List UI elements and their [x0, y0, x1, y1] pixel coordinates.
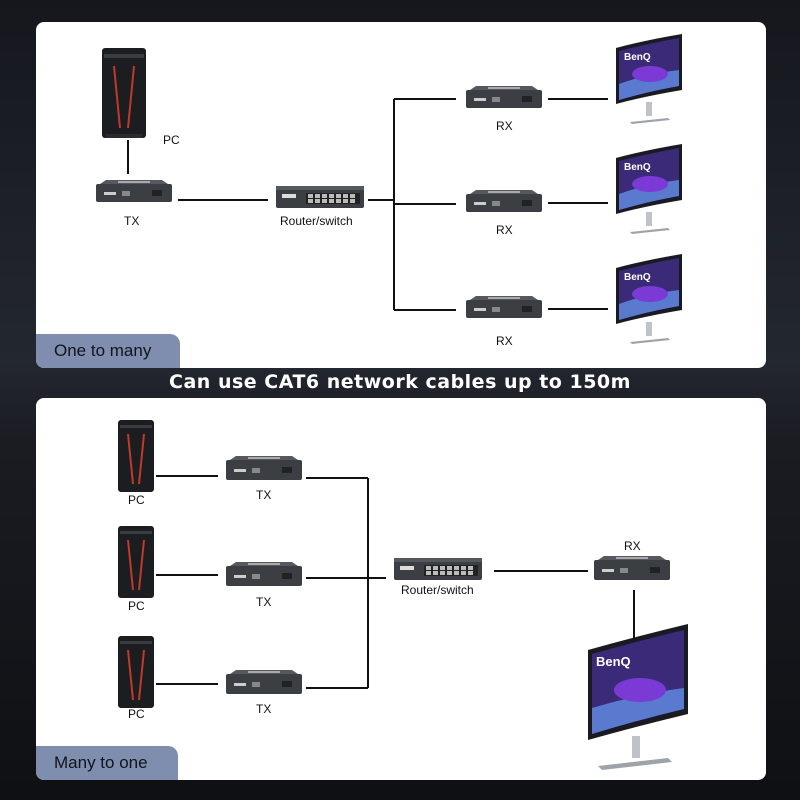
- rx-label: RX: [624, 539, 641, 553]
- switch-label: Router/switch: [401, 583, 474, 597]
- rx-label-1: RX: [496, 119, 513, 133]
- pc-label-2: PC: [128, 599, 145, 613]
- monitor-brand: BenQ: [596, 654, 631, 669]
- monitor: [588, 624, 688, 770]
- mode-tag-one-to-many: One to many: [36, 334, 180, 368]
- tx-label: TX: [124, 214, 139, 228]
- pc-tower-1: [117, 419, 155, 493]
- many-to-one-panel: PC TX PC TX PC TX Router/switch RX BenQ …: [36, 398, 766, 780]
- pc-label: PC: [163, 133, 180, 147]
- rx-label-2: RX: [496, 223, 513, 237]
- tx-device-1: [226, 456, 302, 480]
- pc-label-1: PC: [128, 493, 145, 507]
- monitor-brand-3: BenQ: [624, 272, 651, 283]
- rx-device-1: [466, 86, 542, 108]
- pc-tower-2: [117, 525, 155, 599]
- tx-label-1: TX: [256, 488, 271, 502]
- rx-device-3: [466, 296, 542, 318]
- rx-device-2: [466, 190, 542, 212]
- monitor-brand-1: BenQ: [624, 52, 651, 63]
- tx-device-3: [226, 670, 302, 694]
- one-to-many-panel: PC TX Router/switch RX BenQ RX BenQ RX B…: [36, 22, 766, 368]
- router-switch: [276, 186, 364, 208]
- cable-length-banner: Can use CAT6 network cables up to 150m: [169, 371, 631, 393]
- rx-label-3: RX: [496, 334, 513, 348]
- pc-tower: [101, 47, 147, 139]
- monitor-1: [616, 34, 682, 124]
- monitor-3: [616, 254, 682, 344]
- pc-tower-3: [117, 635, 155, 709]
- switch-label: Router/switch: [280, 214, 353, 228]
- tx-device: [96, 180, 172, 202]
- tx-device-2: [226, 562, 302, 586]
- router-switch: [394, 558, 482, 580]
- monitor-brand-2: BenQ: [624, 162, 651, 173]
- pc-label-3: PC: [128, 707, 145, 721]
- rx-device: [594, 556, 670, 580]
- mode-tag-many-to-one: Many to one: [36, 746, 178, 780]
- monitor-2: [616, 144, 682, 234]
- tx-label-3: TX: [256, 702, 271, 716]
- many-to-one-diagram: PC TX PC TX PC TX Router/switch RX BenQ: [117, 419, 688, 770]
- tx-label-2: TX: [256, 595, 271, 609]
- one-to-many-diagram: PC TX Router/switch RX BenQ RX BenQ RX B…: [96, 34, 682, 348]
